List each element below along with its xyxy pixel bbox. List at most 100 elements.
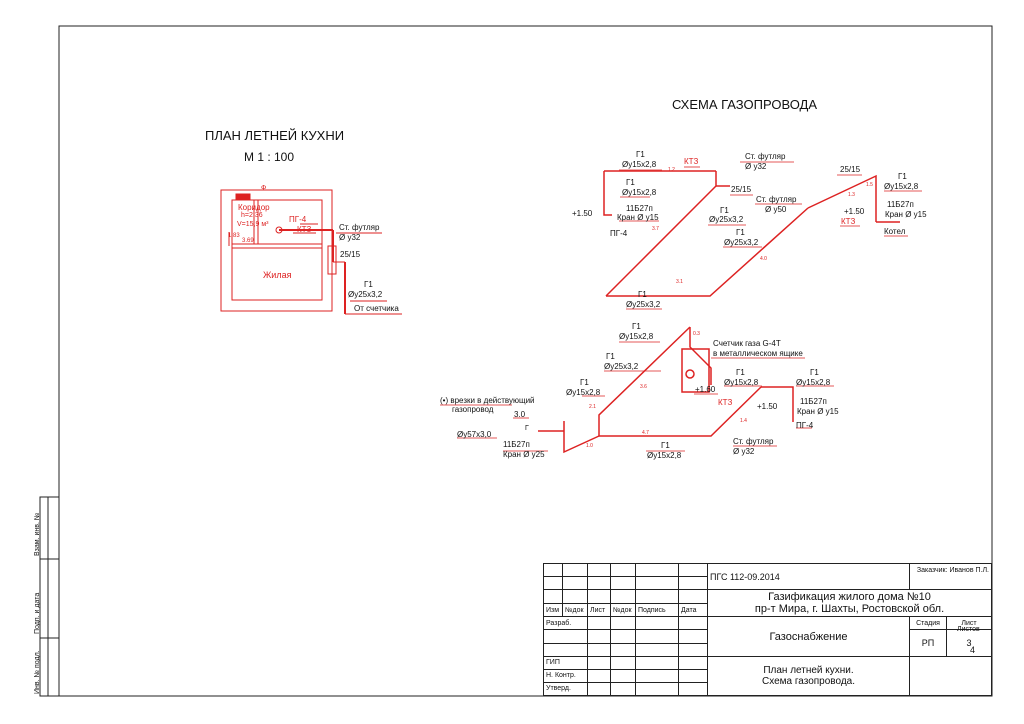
sch-sleeve-b: Ст. футляр	[756, 195, 797, 204]
plan-corridor: Коридор	[238, 203, 270, 212]
sch-elev-b: +1.50	[844, 207, 865, 216]
razrab: Разраб.	[543, 616, 588, 631]
col-izm: Изм	[543, 602, 563, 618]
seg-len: 1.0	[586, 443, 593, 449]
plan-pipe-mark: 25/15	[340, 250, 361, 259]
sch-pg-a: ПГ-4	[610, 229, 628, 238]
sch-sleeve-a: Ст. футляр	[745, 152, 786, 161]
plan-scale: М 1 : 100	[244, 150, 295, 164]
sch-tap-d15-a: Кран Ø у15	[617, 213, 659, 222]
plan-dim-b: 1.83	[228, 233, 240, 239]
col-ndok2: №док	[610, 602, 636, 618]
col-data: Дата	[678, 602, 708, 618]
scheme-title: СХЕМА ГАЗОПРОВОДА	[672, 97, 818, 112]
sch-g1-j: Г1	[736, 368, 745, 377]
sch-elev-c: +1.50	[757, 402, 778, 411]
plan-sleeve-d: Ø у32	[339, 233, 361, 242]
sch-g1-g: Г1	[632, 322, 641, 331]
sch-sleeve-d32-a: Ø у32	[745, 162, 767, 171]
sch-pm-b: 25/15	[840, 165, 861, 174]
plan-pipe-d: Øу25х3,2	[348, 290, 383, 299]
side-podp: Подп. и дата	[34, 592, 41, 634]
sheet-frame	[39, 25, 993, 697]
sch-d15-g: Øу15х2,8	[619, 332, 654, 341]
stage: РП	[909, 629, 947, 657]
seg-len: 0.3	[693, 331, 700, 337]
sch-g1-i: Г1	[580, 378, 589, 387]
sch-meter: Счетчик газа G-4T	[713, 339, 781, 348]
sch-d15-k: Øу15х2,8	[796, 378, 831, 387]
col-list: Лист	[587, 602, 611, 618]
sch-pm-a: 25/15	[731, 185, 752, 194]
project-line-1: Газификация жилого дома №10	[768, 591, 931, 604]
sch-tap-c: 11Б27п	[800, 397, 827, 406]
sch-g1-f: Г1	[898, 172, 907, 181]
sch-g1-d: Г1	[736, 228, 745, 237]
sch-meter-box: в металлическом ящике	[713, 349, 803, 358]
sch-g1-b: Г1	[626, 178, 635, 187]
sch-insert2: газопровод	[452, 405, 494, 414]
sch-d15-i: Øу15х2,8	[566, 388, 601, 397]
sch-sleeve-c: Ст. футляр	[733, 437, 774, 446]
sch-d25-c: Øу25х3,2	[709, 215, 744, 224]
stage-header: Стадия	[909, 616, 947, 631]
plan-living: Жилая	[263, 270, 292, 280]
sch-elev-a: +1.50	[572, 209, 593, 218]
title-block: ПГС 112-09.2014 Заказчик: Иванов П.Л. Га…	[543, 562, 992, 697]
sch-g1-k: Г1	[810, 368, 819, 377]
sch-sleeve-d32-c: Ø у32	[733, 447, 755, 456]
scheme-leaders	[440, 161, 922, 452]
sch-d25-e: Øу25х3,2	[626, 300, 661, 309]
sch-kt-b: КТЗ	[841, 217, 856, 226]
side-vzam: Взам. инв. №	[34, 512, 41, 556]
plan-f-mark: Ф	[261, 185, 267, 192]
sch-tap-d: 11Б27п	[503, 440, 530, 449]
sch-g1-c: Г1	[720, 206, 729, 215]
seg-len: 4.7	[642, 430, 649, 436]
sch-g1-a: Г1	[636, 150, 645, 159]
sch-kt-c: КТЗ	[718, 398, 733, 407]
sch-tap-d15-b: Кран Ø у15	[885, 210, 927, 219]
plan-room-h: h=2,36	[241, 212, 263, 219]
drawing-line-1: План летней кухни.	[763, 664, 854, 676]
nkontr: Н. Контр.	[543, 668, 588, 683]
seg-len: 2.1	[589, 404, 596, 410]
plan-from-meter: От счетчика	[354, 304, 399, 313]
plan-kt: КТЗ	[297, 225, 312, 234]
kitchen-plan	[220, 189, 402, 315]
seg-len: 4.0	[760, 256, 767, 262]
seg-len: 3.1	[676, 279, 683, 285]
plan-pg: ПГ-4	[289, 215, 307, 224]
sch-kt-a: КТЗ	[684, 157, 699, 166]
seg-len: 1.3	[848, 192, 855, 198]
sch-boiler: Котел	[884, 227, 906, 236]
seg-len: 1.5	[866, 182, 873, 188]
sheet-number: 3	[946, 629, 992, 657]
sch-g1-l: Г1	[661, 441, 670, 450]
sch-v30: 3.0	[514, 410, 526, 419]
sheet-header: Лист	[946, 616, 992, 631]
sch-d25-d: Øу25х3,2	[724, 238, 759, 247]
plan-title: ПЛАН ЛЕТНЕЙ КУХНИ	[205, 128, 345, 143]
sch-tap-d15-c: Кран Ø у15	[797, 407, 839, 416]
gip: ГИП	[543, 655, 588, 670]
col-podpis: Подпись	[635, 602, 679, 618]
sch-sleeve-d50: Ø у50	[765, 205, 787, 214]
seg-len: 1.2	[668, 167, 675, 173]
section-name: Газоснабжение	[769, 630, 848, 643]
sheets-total: 4	[970, 645, 976, 655]
sch-d15-a: Øу15х2,8	[622, 160, 657, 169]
utverd: Утверд.	[543, 681, 588, 697]
sch-d15-l: Øу15х2,8	[647, 451, 682, 460]
plan-dim-a: 3.69	[242, 238, 254, 244]
project-line-2: пр-т Мира, г. Шахты, Ростовской обл.	[754, 603, 945, 616]
sch-g-short: Г	[525, 425, 529, 432]
gas-scheme	[538, 170, 900, 454]
doc-code: ПГС 112-09.2014	[710, 571, 780, 582]
sch-insert1: (•) врезки в действующий	[440, 396, 535, 405]
customer: Заказчик: Иванов П.Л.	[916, 566, 989, 574]
sch-pg-c: ПГ-4	[796, 421, 814, 430]
sch-d15-f: Øу15х2,8	[884, 182, 919, 191]
sch-d15-b: Øу15х2,8	[622, 188, 657, 197]
